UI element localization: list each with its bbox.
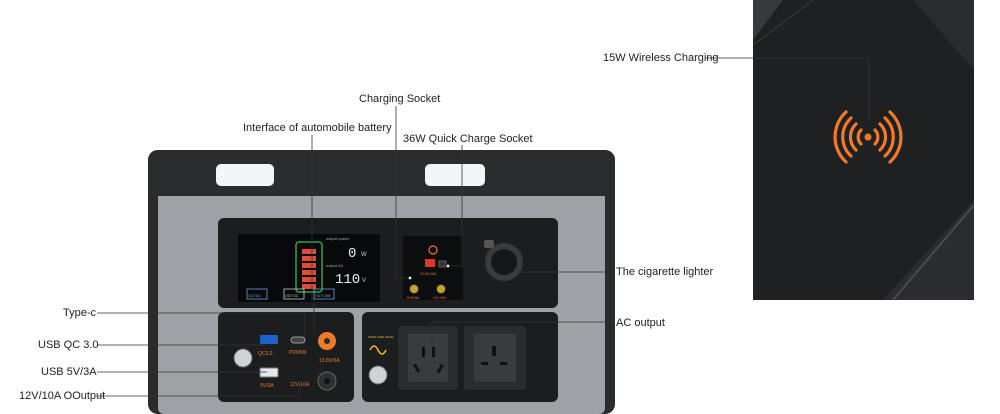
charging-input-block xyxy=(403,236,463,300)
power-button-right xyxy=(368,365,388,385)
callout-wireless-charging: 15W Wireless Charging xyxy=(603,52,719,64)
callout-charging-socket: Charging Socket xyxy=(359,93,441,105)
handle-light-right xyxy=(425,164,485,186)
callout-type-c: Type-c xyxy=(63,307,97,319)
lcd-indicator-out-dc: OUT DC xyxy=(285,294,299,298)
power-station: output power 0 W output AC 110 V OUT AC … xyxy=(148,150,615,414)
type-c-port xyxy=(290,336,306,344)
lcd-output-power-unit: W xyxy=(361,252,367,258)
charge-b-label: 12V~36V xyxy=(433,296,447,300)
charging-socket xyxy=(425,259,435,267)
sine-wave-icon xyxy=(369,345,387,355)
lcd-output-power-value: 0 xyxy=(348,246,356,262)
usb-qc-port xyxy=(260,335,278,344)
handle-light-left xyxy=(216,164,274,186)
callout-car-battery-interface: Interface of automobile battery xyxy=(243,122,392,134)
callout-usb-qc: USB QC 3.0 xyxy=(38,339,99,351)
wireless-pad-illustration xyxy=(753,0,974,300)
battery-indicator xyxy=(295,241,323,293)
lcd-output-ac-label: output AC xyxy=(326,263,344,268)
charge-port-a xyxy=(409,284,419,294)
lcd-indicator-out-ac: OUT AC xyxy=(248,294,261,298)
wireless-charging-icon xyxy=(833,110,903,164)
power-icon xyxy=(428,245,438,255)
qc-label: QC3.0 xyxy=(258,351,273,357)
wireless-charging-photo xyxy=(753,0,974,300)
callout-quick-charge-socket: 36W Quick Charge Socket xyxy=(403,133,533,145)
lcd-output-ac-unit: V xyxy=(362,278,366,284)
quick-charge-socket xyxy=(438,260,447,268)
pd-label: PD65W xyxy=(289,350,307,356)
callout-dc-output: 12V/10A OOutput xyxy=(19,390,106,402)
car-out-label: 13.8V/5A xyxy=(319,358,340,364)
power-button-left xyxy=(233,348,253,368)
wave-label: PURE SINE WAVE xyxy=(368,335,394,339)
usb-label: 5V/3A xyxy=(260,383,274,389)
lcd-output-ac-value: 110 xyxy=(335,272,360,288)
charge-in-label: 21.5V/10A xyxy=(420,272,437,276)
usb-5v-port xyxy=(259,367,279,378)
charge-port-b xyxy=(436,284,446,294)
lcd-output-power-label: output power xyxy=(326,236,350,241)
callout-ac-output: AC output xyxy=(616,317,665,329)
charge-a-label: 21.5V/5A xyxy=(406,296,420,300)
callout-cigarette-lighter: The cigarette lighter xyxy=(616,266,714,278)
lcd-indicator-out-usb: OUT USB xyxy=(315,294,331,298)
callout-usb-5v: USB 5V/3A xyxy=(41,366,97,378)
